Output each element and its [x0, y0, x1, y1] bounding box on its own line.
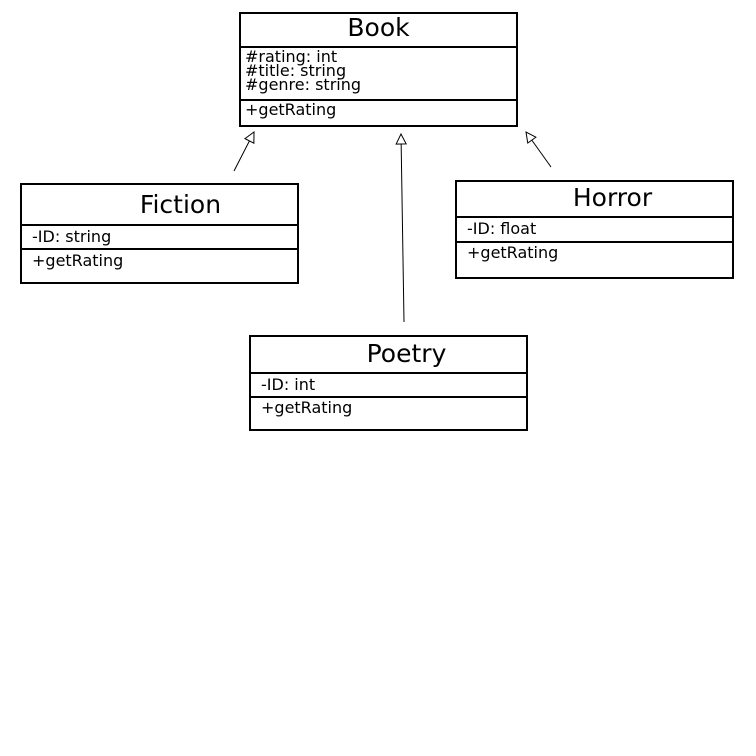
attribute-title: #title: string	[245, 61, 347, 80]
fiction-to-book-arrow	[233, 132, 254, 172]
operations-poetry: +getRating	[251, 398, 526, 418]
class-poetry[interactable]: Poetry -ID: int +getRating	[249, 335, 528, 431]
attribute-rating: #rating: int	[245, 47, 338, 66]
attribute-id: -ID: string	[32, 227, 112, 246]
operations-horror: +getRating	[457, 243, 732, 263]
horror-to-book-arrow	[526, 132, 552, 168]
class-horror[interactable]: Horror -ID: float +getRating	[455, 180, 734, 279]
attribute-id: -ID: int	[261, 375, 316, 394]
operation-getrating: +getRating	[467, 243, 559, 262]
class-fiction[interactable]: Fiction -ID: string +getRating	[20, 183, 299, 284]
attributes-fiction: -ID: string	[22, 226, 297, 250]
class-name-book: Book	[241, 14, 516, 48]
operations-book: +getRating	[241, 101, 516, 119]
class-name-poetry: Poetry	[251, 337, 526, 374]
attribute-id: -ID: float	[467, 219, 537, 238]
operations-fiction: +getRating	[22, 250, 297, 272]
operation-getrating: +getRating	[245, 100, 337, 119]
attributes-horror: -ID: float	[457, 218, 732, 243]
class-name-horror: Horror	[457, 182, 732, 218]
attribute-genre: #genre: string	[245, 75, 362, 94]
operation-getrating: +getRating	[261, 398, 353, 417]
class-name-fiction: Fiction	[22, 185, 297, 226]
class-book[interactable]: Book #rating: int #title: string #genre:…	[239, 12, 518, 127]
attributes-poetry: -ID: int	[251, 374, 526, 398]
poetry-to-book-arrow	[401, 134, 404, 323]
attributes-book: #rating: int #title: string #genre: stri…	[241, 48, 516, 101]
operation-getrating: +getRating	[32, 251, 124, 270]
